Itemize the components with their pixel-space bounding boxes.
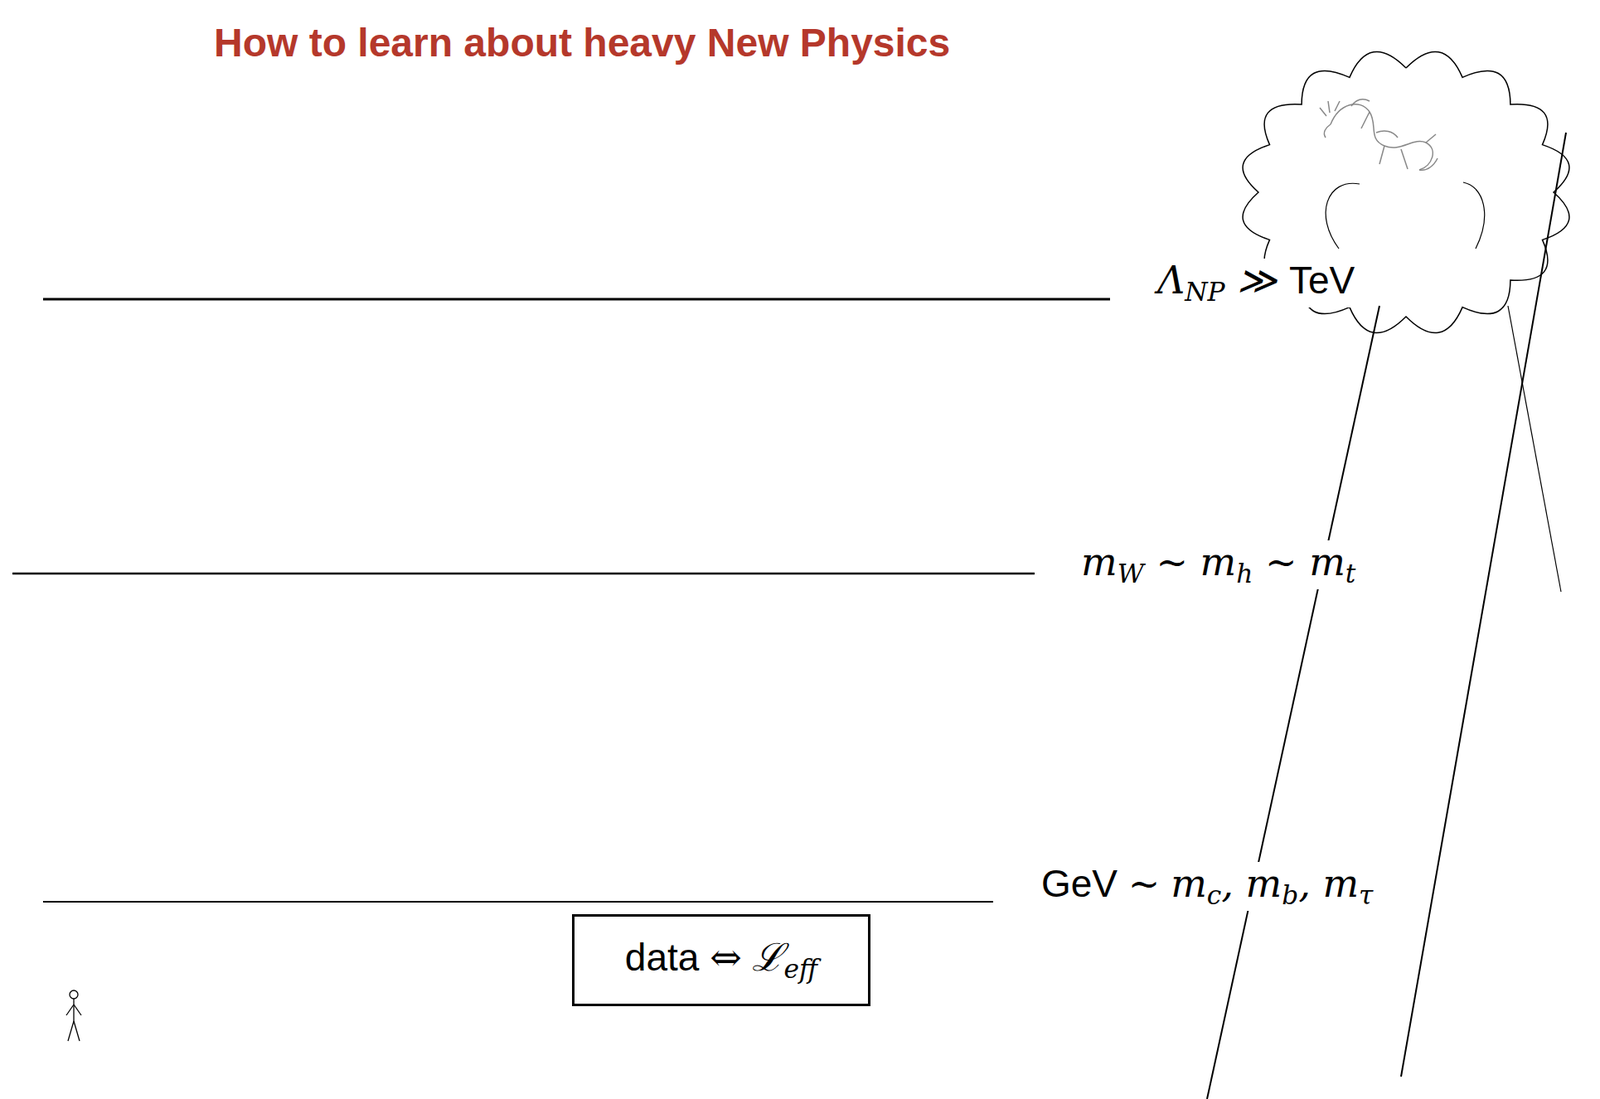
slide-title: How to learn about heavy New Physics xyxy=(213,19,951,66)
scale-line xyxy=(43,901,994,903)
cloud-inner xyxy=(1325,182,1484,249)
dragon-sketch xyxy=(1319,99,1438,170)
box-text: data ⇔ ℒeff xyxy=(625,935,818,985)
scale-line xyxy=(43,298,1111,301)
effective-lagrangian-box: data ⇔ ℒeff xyxy=(572,914,871,1007)
scale-label: GeV ∼ mc, mb, mτ xyxy=(1037,862,1377,912)
stick-figure xyxy=(66,990,82,1042)
beam-line xyxy=(1207,305,1380,1099)
scale-label: ΛNP ≫ TeV xyxy=(1153,258,1358,308)
cloud-outline xyxy=(1242,51,1570,333)
scale-line xyxy=(12,572,1035,576)
beam-line xyxy=(1507,305,1562,592)
scale-label: mW ∼ mh ∼ mt xyxy=(1077,540,1359,590)
cloud xyxy=(1242,51,1570,333)
